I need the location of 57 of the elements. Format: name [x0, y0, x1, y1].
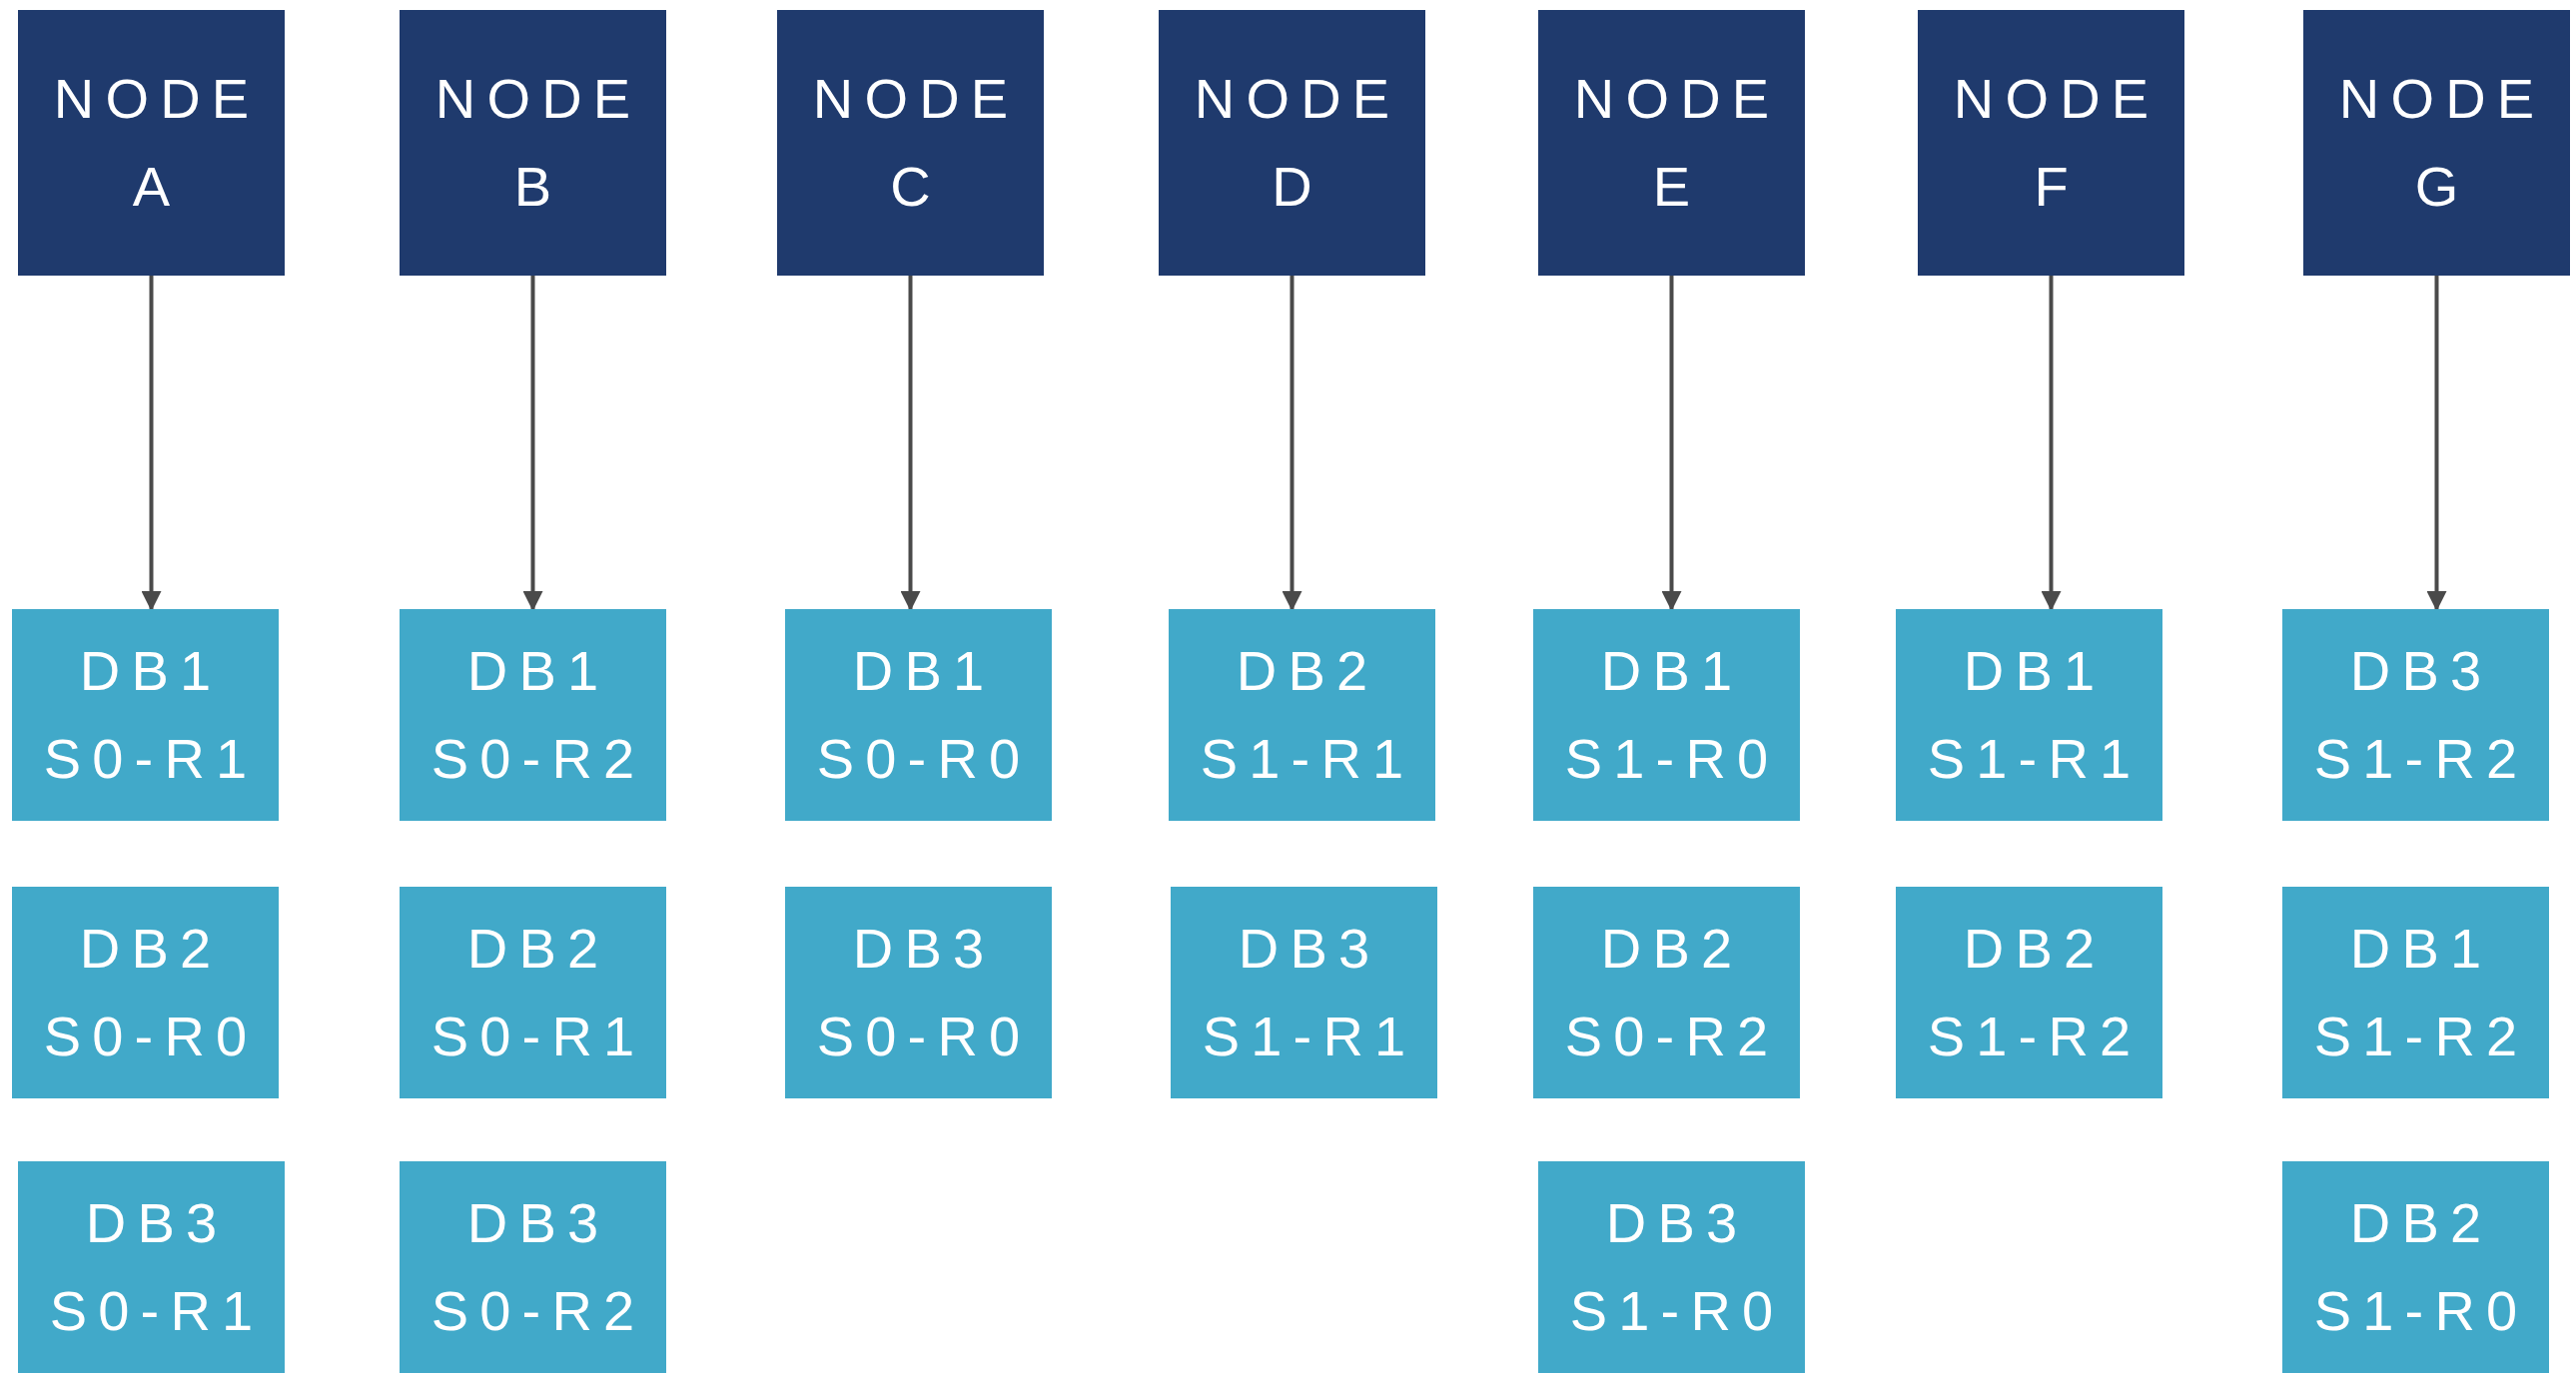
node-label: DB2 S1-R2 [1926, 916, 2144, 1069]
arrow [2041, 276, 2062, 611]
node-label: NODE E [1572, 66, 1782, 220]
node-label: DB1 S1-R2 [2312, 916, 2530, 1069]
node-label: NODE B [433, 66, 643, 220]
database-replica-box [400, 887, 666, 1098]
database-replica-box [12, 609, 279, 821]
node-label: DB3 S1-R1 [1201, 916, 1418, 1069]
server-node-box [1538, 10, 1805, 276]
database-replica-box [12, 887, 279, 1098]
node-label: DB1 S0-R1 [42, 638, 260, 792]
node-label: DB3 S1-R0 [1568, 1190, 1786, 1344]
database-replica-box [1169, 609, 1435, 821]
node-label: DB2 S1-R0 [2312, 1190, 2530, 1344]
node-label: DB3 S1-R2 [2312, 638, 2530, 792]
node-label: NODE C [811, 66, 1021, 220]
database-replica-box [1896, 887, 2162, 1098]
database-replica-box [2282, 609, 2549, 821]
node-label: DB2 S0-R2 [1563, 916, 1781, 1069]
database-replica-box [1533, 609, 1800, 821]
node-label: DB2 S0-R1 [429, 916, 647, 1069]
node-label: DB3 S0-R2 [429, 1190, 647, 1344]
database-replica-box [1171, 887, 1437, 1098]
node-label: DB1 S1-R1 [1926, 638, 2144, 792]
node-label: NODE G [2337, 66, 2547, 220]
database-replica-box [18, 1161, 285, 1373]
database-replica-box [1538, 1161, 1805, 1373]
arrow [900, 276, 921, 611]
database-replica-box [1896, 609, 2162, 821]
arrow [1282, 276, 1302, 611]
arrow [1661, 276, 1682, 611]
server-node-box [18, 10, 285, 276]
node-label: NODE A [52, 66, 262, 220]
server-node-box [400, 10, 666, 276]
arrow [141, 276, 162, 611]
arrow [522, 276, 543, 611]
database-replica-box [2282, 1161, 2549, 1373]
node-label: DB1 S0-R0 [815, 638, 1033, 792]
database-replica-box [400, 1161, 666, 1373]
node-label: NODE D [1193, 66, 1402, 220]
node-label: NODE F [1952, 66, 2161, 220]
arrow [2426, 276, 2447, 611]
node-label: DB3 S0-R0 [815, 916, 1033, 1069]
node-label: DB2 S0-R0 [42, 916, 260, 1069]
node-label: DB1 S1-R0 [1563, 638, 1781, 792]
database-replica-box [1533, 887, 1800, 1098]
node-label: DB2 S1-R1 [1199, 638, 1416, 792]
database-replica-box [785, 609, 1052, 821]
database-replica-box [400, 609, 666, 821]
database-replica-box [785, 887, 1052, 1098]
server-node-box [1918, 10, 2184, 276]
server-node-box [777, 10, 1044, 276]
node-label: DB1 S0-R2 [429, 638, 647, 792]
server-node-box [1159, 10, 1425, 276]
server-node-box [2303, 10, 2570, 276]
node-label: DB3 S0-R1 [48, 1190, 266, 1344]
database-replica-box [2282, 887, 2549, 1098]
